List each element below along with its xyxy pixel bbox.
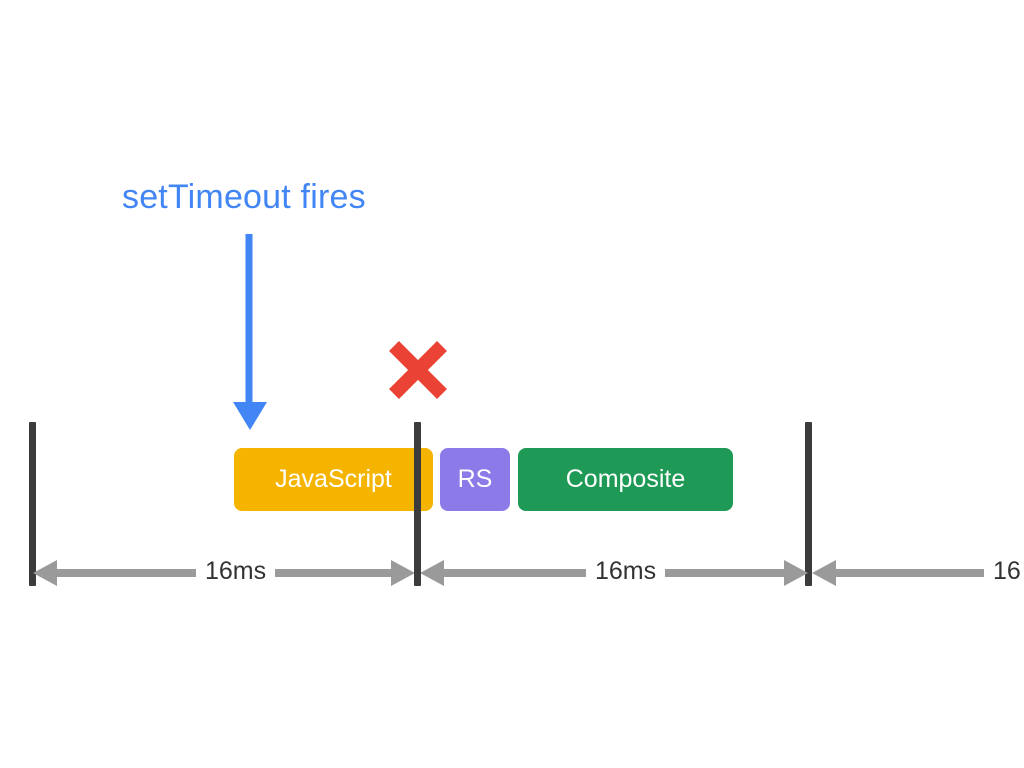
task-block-label: JavaScript xyxy=(275,465,392,493)
task-block-recalc-style[interactable]: RS xyxy=(440,448,510,511)
task-block-label: RS xyxy=(457,465,493,493)
frame-duration-3 xyxy=(812,558,1024,588)
down-arrow-icon xyxy=(228,234,272,430)
frame-duration-label: 16ms xyxy=(586,554,666,588)
task-block-label: Composite xyxy=(565,465,686,493)
task-block-javascript[interactable]: JavaScript xyxy=(234,448,433,511)
frame-boundary-3 xyxy=(805,422,812,586)
frame-boundary-2 xyxy=(414,422,421,586)
frame-duration-label: 16 xyxy=(984,554,1024,588)
frame-duration-label: 16ms xyxy=(196,554,276,588)
task-block-composite[interactable]: Composite xyxy=(518,448,733,511)
red-x-icon xyxy=(386,338,450,402)
settimeout-callout-label: setTimeout fires xyxy=(122,178,366,216)
frame-boundary-1 xyxy=(29,422,36,586)
